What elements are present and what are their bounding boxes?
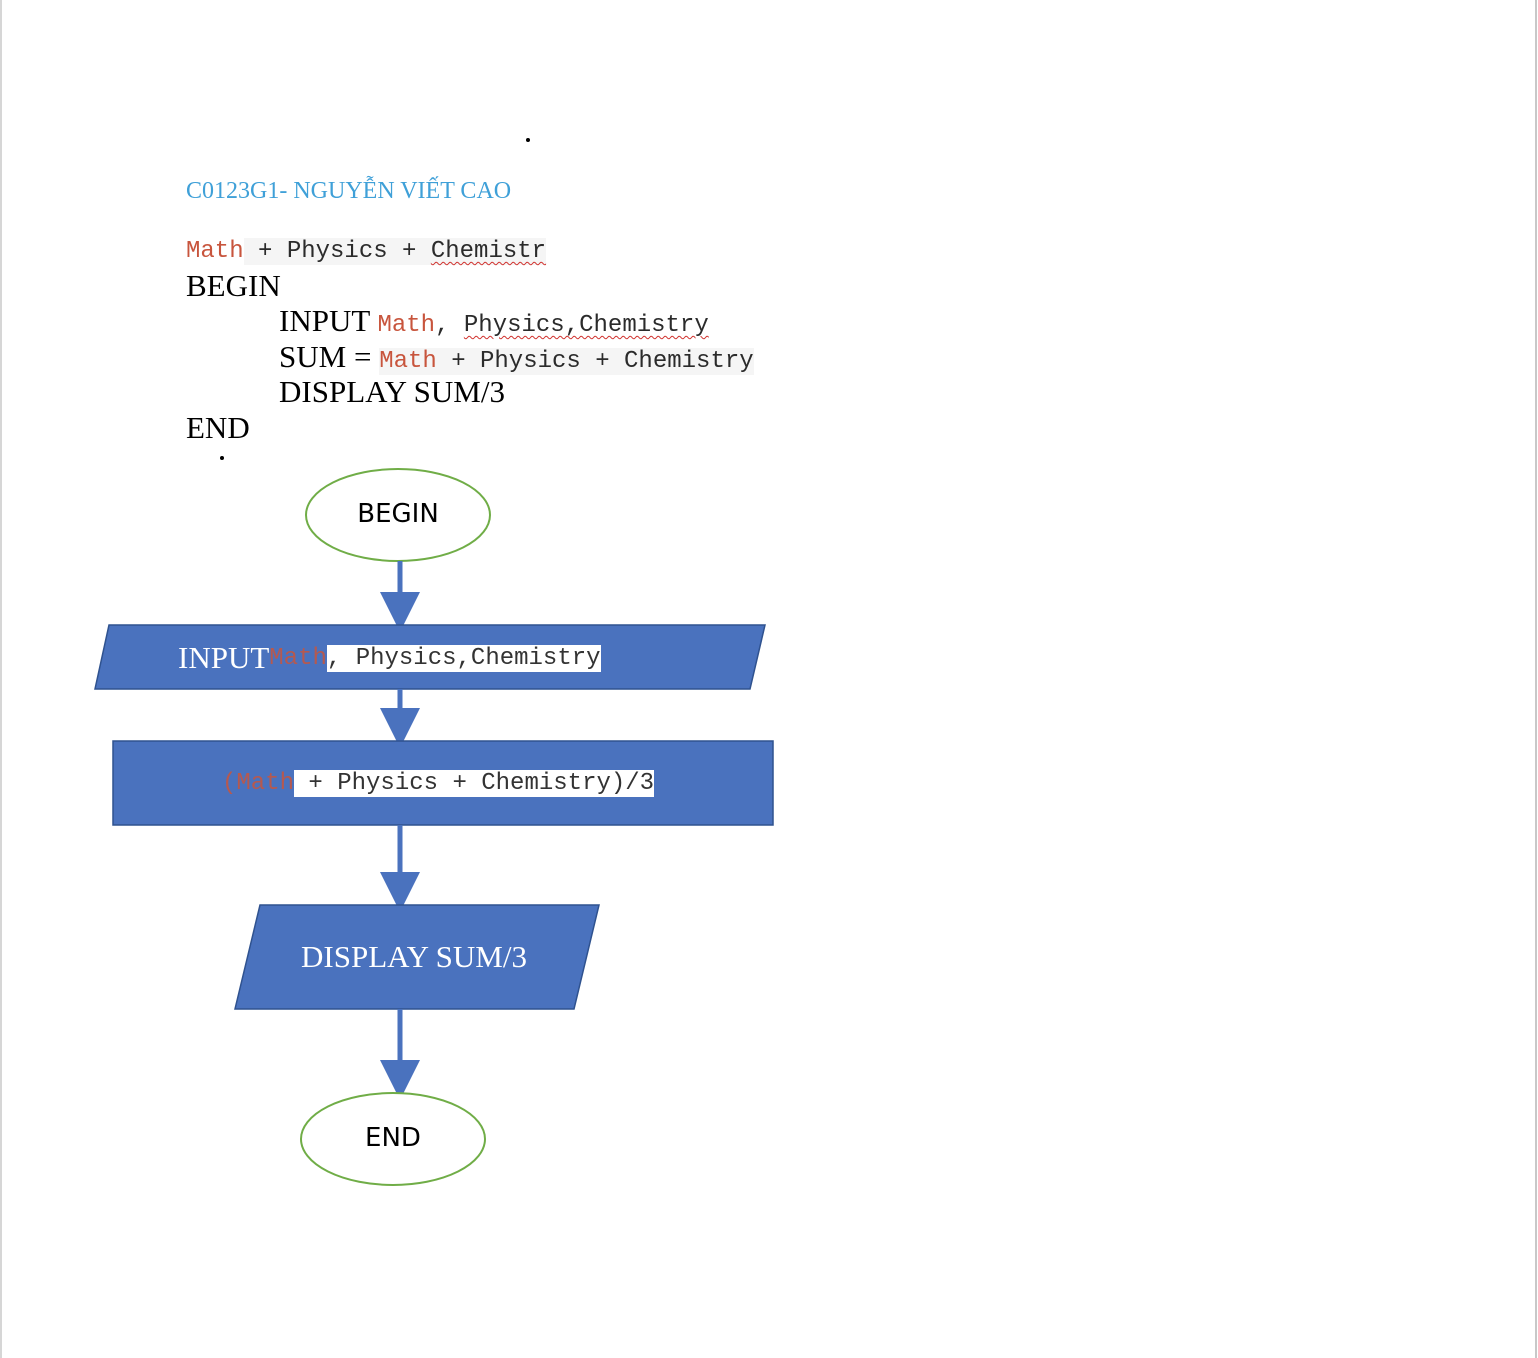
math-token: Math [379, 348, 437, 375]
process-shape-expression: + Physics + Chemistry)/3 [294, 769, 655, 797]
input-variables: Physics,Chemistry [463, 312, 709, 339]
input-shape-label: INPUT Math, Physics,Chemistry [178, 640, 601, 676]
expression-line: Math + Physics + Chemistr [186, 237, 547, 267]
sum-expression: + Physics + Chemistry [436, 348, 754, 375]
pseudo-sum-line: SUM = Math + Physics + Chemistry [279, 339, 754, 380]
comma-token: , [435, 312, 464, 339]
process-shape-label: (Math + Physics + Chemistry)/3 [222, 767, 655, 799]
begin-label: BEGIN [357, 499, 439, 529]
math-token: (Math [222, 769, 295, 797]
expression-rest: + Physics + [243, 238, 431, 265]
stray-dot [526, 138, 530, 142]
end-label: END [365, 1123, 421, 1153]
document-heading: C0123G1- NGUYỄN VIẾT CAO [186, 178, 512, 204]
pseudo-display-line: DISPLAY SUM/3 [279, 374, 505, 409]
math-token: Math [377, 312, 436, 339]
display-shape-label: DISPLAY SUM/3 [301, 939, 527, 974]
input-shape-variables: , Physics,Chemistry [326, 644, 601, 672]
stray-dot [220, 456, 224, 460]
end-oval [300, 1092, 486, 1186]
page-edge-right [1535, 0, 1537, 1358]
pseudo-end: END [186, 410, 250, 445]
display-parallelogram [234, 904, 600, 1010]
pseudo-begin: BEGIN [186, 268, 281, 303]
pseudo-input-line: INPUT Math, Physics,Chemistry [279, 303, 709, 344]
sum-keyword: SUM = [279, 339, 380, 374]
math-token: Math [269, 644, 327, 672]
misspelled-word: Chemistr [430, 238, 547, 265]
page-edge-left [0, 0, 2, 1358]
input-shape-keyword: INPUT [178, 640, 270, 675]
math-token: Math [186, 238, 244, 265]
input-keyword: INPUT [279, 303, 378, 338]
